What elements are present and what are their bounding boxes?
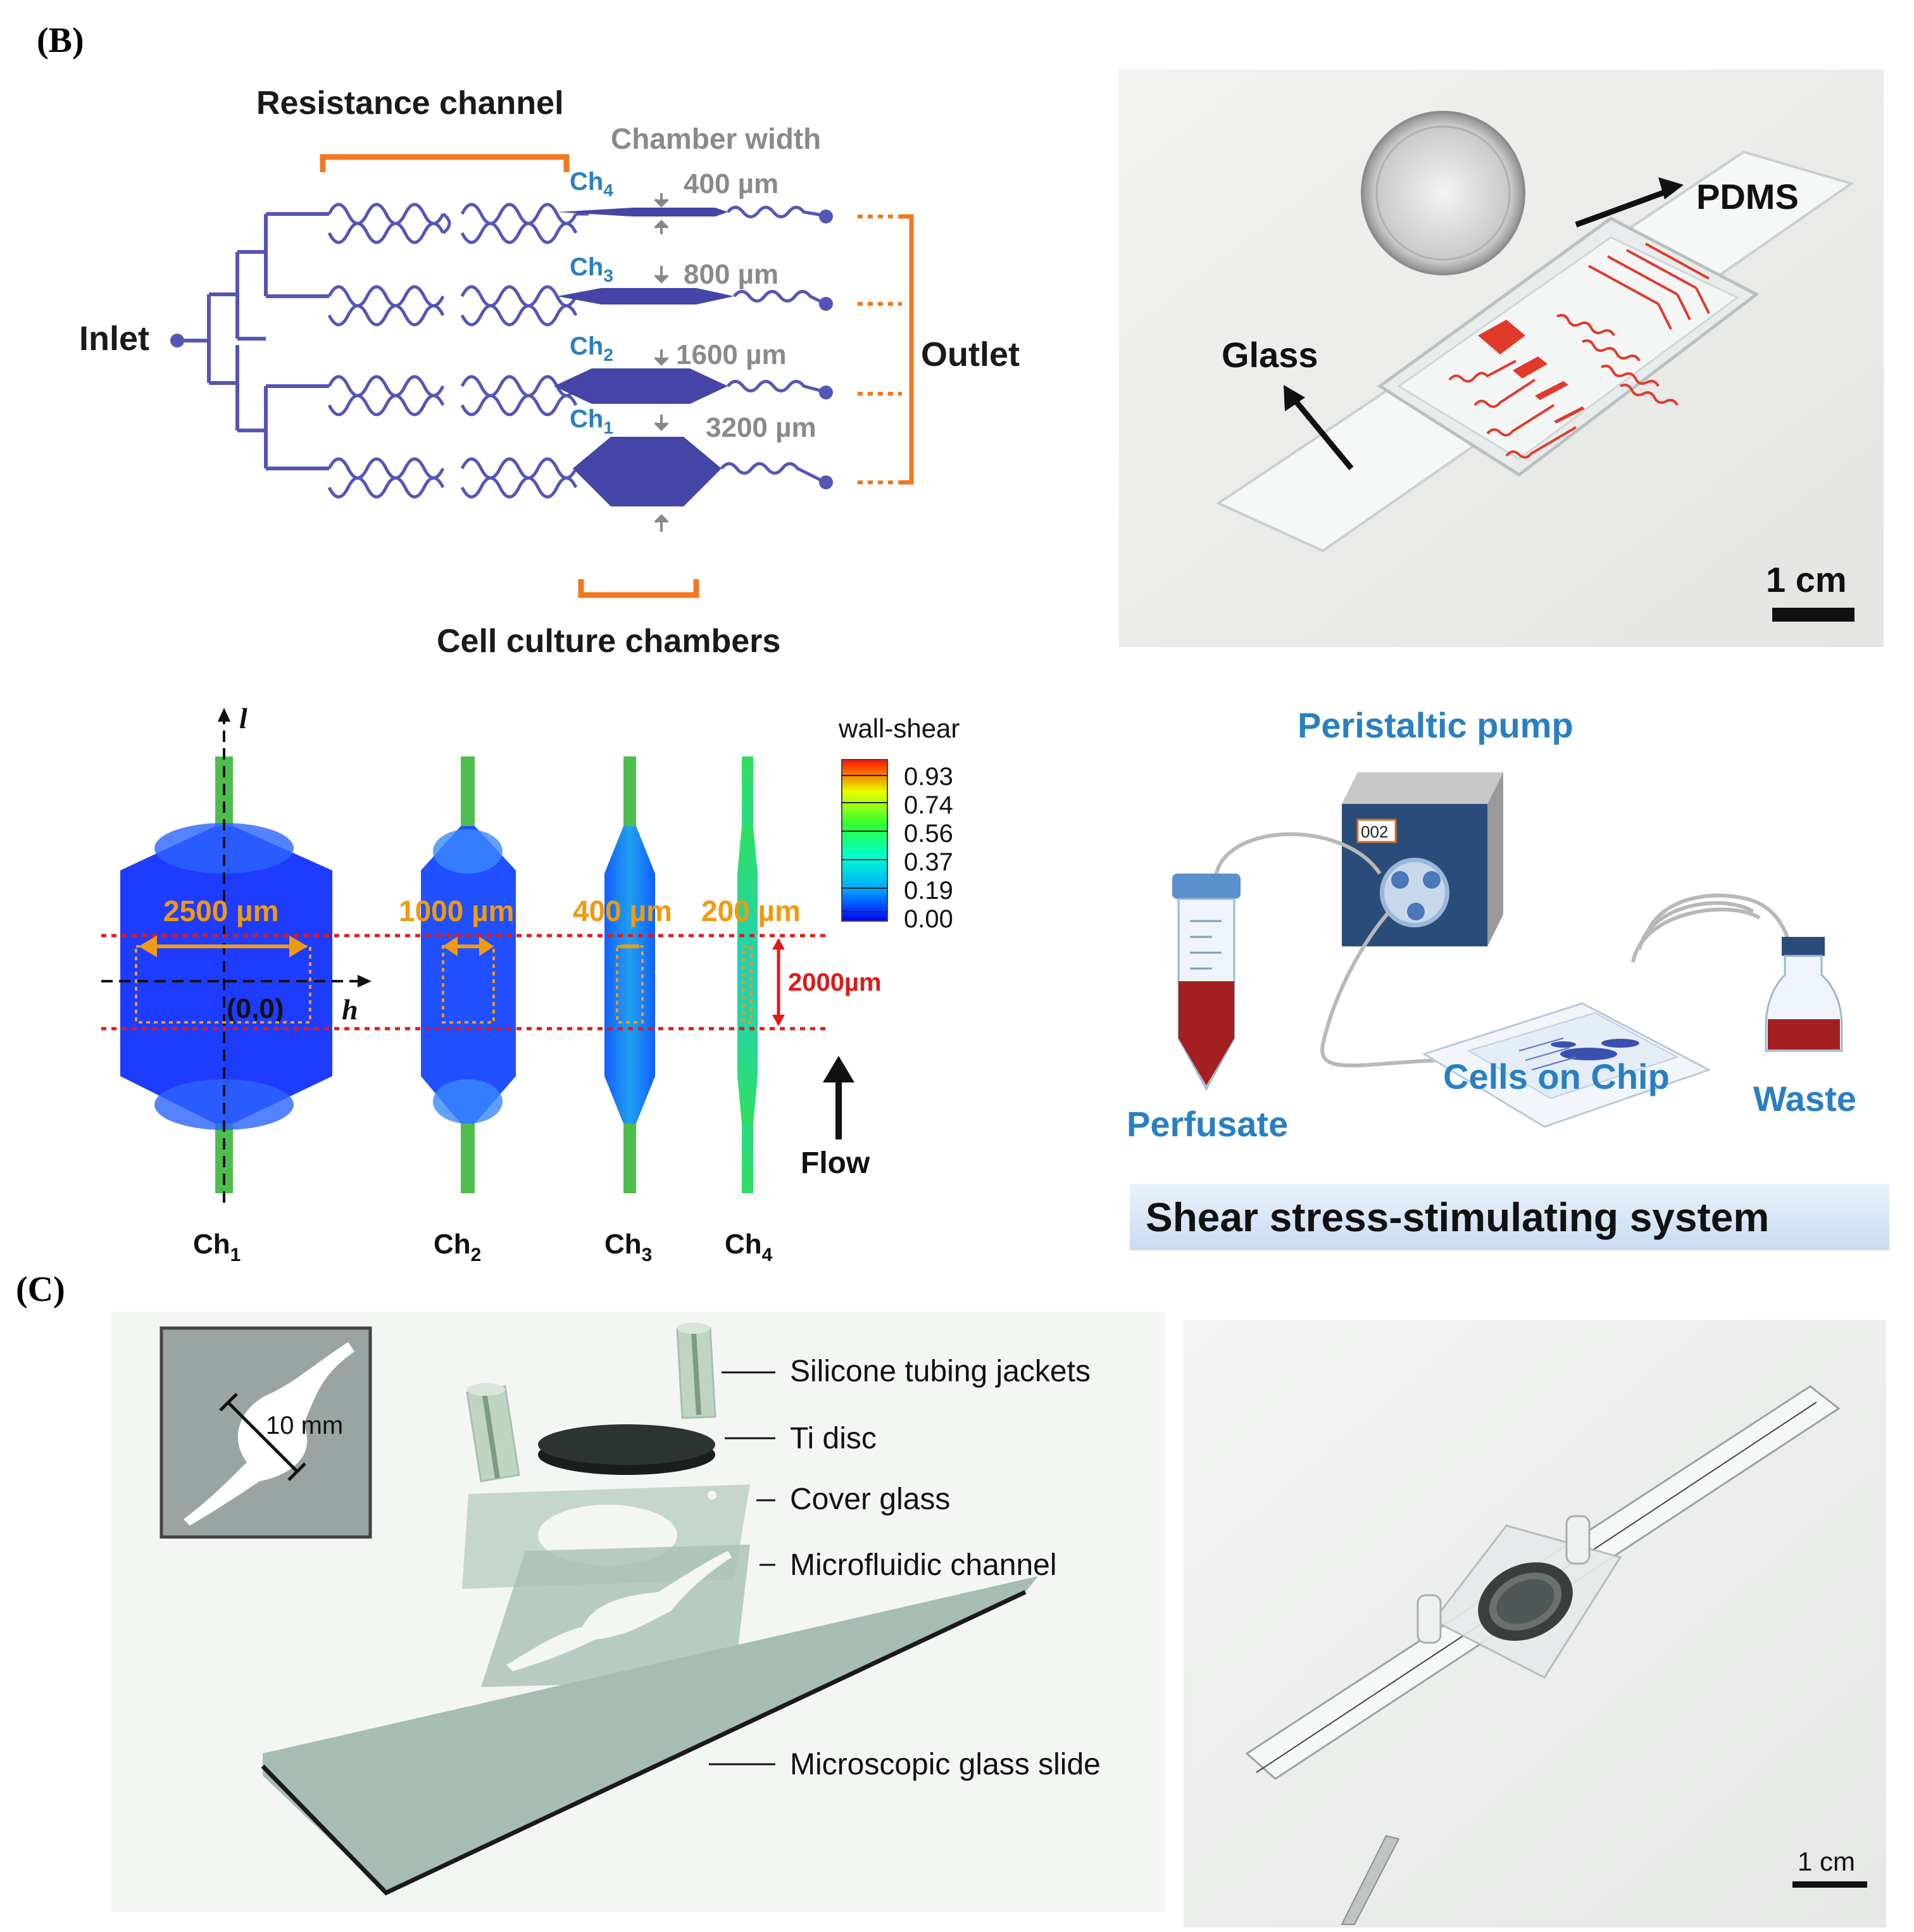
svg-text:Silicone tubing jackets: Silicone tubing jackets — [790, 1355, 1091, 1388]
shear-simulation: l h (0,0) 2500 µm 1000 µm 400 µm 200 µm — [101, 702, 960, 1265]
tubing-jackets — [466, 1322, 716, 1483]
exploded-labels: Silicone tubing jackets Ti disc Cover gl… — [790, 1355, 1101, 1781]
chamber-ch3 — [557, 288, 734, 304]
waste-bottle — [1765, 937, 1843, 1052]
svg-text:Ch2: Ch2 — [434, 1229, 481, 1265]
perfusate-tube — [1172, 874, 1241, 1091]
outlet-ports — [819, 210, 833, 489]
chamber-ch2 — [554, 368, 728, 404]
perfusate-label: Perfusate — [1127, 1104, 1288, 1144]
peristaltic-pump: 002 — [1342, 772, 1503, 946]
exploded-view: 10 mm — [111, 1312, 1165, 1912]
chambers-bracket — [578, 579, 699, 598]
svg-text:0.93: 0.93 — [904, 763, 953, 791]
chip-photo: PDMS Glass 1 cm — [1119, 70, 1884, 647]
width-labels: 2500 µm 1000 µm 400 µm 200 µm — [163, 894, 801, 927]
resistance-channel-label: Resistance channel — [256, 85, 564, 122]
origin-label: (0,0) — [227, 993, 284, 1024]
panel-b-letter: (B) — [37, 21, 84, 60]
inset-label: 10 mm — [266, 1412, 343, 1440]
legend-colorbar — [841, 759, 888, 922]
svg-text:0.37: 0.37 — [904, 848, 953, 876]
svg-text:Ch1: Ch1 — [570, 405, 613, 437]
chamber-ch4 — [557, 208, 728, 216]
culture-chambers — [554, 208, 734, 506]
svg-text:Ch4: Ch4 — [725, 1229, 773, 1265]
chip-device — [1422, 1002, 1711, 1128]
svg-text:2500 µm: 2500 µm — [163, 894, 279, 927]
sim-chamber-labels: Ch1 Ch2 Ch3 Ch4 — [193, 1229, 773, 1265]
sim-chamber-ch3 — [604, 756, 655, 1193]
legend-title: wall-shear — [838, 713, 960, 743]
sim-chamber-ch2 — [421, 756, 516, 1193]
pump-display: 002 — [1361, 822, 1388, 841]
svg-text:Cover glass: Cover glass — [790, 1483, 950, 1516]
svg-text:0.19: 0.19 — [904, 877, 953, 905]
svg-text:Microscopic glass slide: Microscopic glass slide — [790, 1748, 1101, 1781]
coin — [1361, 111, 1525, 275]
photo-scale-label: 1 cm — [1766, 560, 1847, 599]
chip-label: Cells on Chip — [1443, 1057, 1670, 1096]
inset-channel: 10 mm — [160, 1326, 372, 1539]
tweezers — [1341, 1835, 1400, 1925]
system-title: Shear stress-stimulating system — [1146, 1195, 1769, 1240]
svg-text:Ch3: Ch3 — [570, 253, 613, 285]
pdms-arrow — [1575, 187, 1672, 228]
ti-disc — [538, 1424, 715, 1475]
perfusion-system: Peristaltic pump 002 — [1127, 705, 1889, 1250]
chip-pattern-red — [1448, 242, 1710, 459]
svg-text:Ch3: Ch3 — [604, 1229, 652, 1265]
chip-schematic: Resistance channel Chamber width Inlet — [79, 85, 1020, 660]
photo-scale-bar — [1772, 608, 1855, 622]
photo-c-scale-label: 1 cm — [1798, 1847, 1855, 1876]
svg-text:3200 µm: 3200 µm — [706, 412, 816, 443]
svg-text:Ch2: Ch2 — [570, 332, 613, 365]
svg-text:0.56: 0.56 — [904, 820, 953, 848]
waste-label: Waste — [1753, 1079, 1856, 1119]
svg-text:400 µm: 400 µm — [573, 894, 672, 927]
channel-labels: Ch4 400 µm Ch3 800 µm Ch2 1600 µm Ch1 32… — [570, 168, 816, 443]
glass-arrow — [1289, 394, 1354, 470]
outlet-label: Outlet — [921, 336, 1020, 373]
branch-tree — [177, 212, 329, 470]
svg-text:0.00: 0.00 — [904, 905, 953, 933]
chamber-width-label: Chamber width — [611, 122, 821, 155]
cell-chambers-label: Cell culture chambers — [437, 623, 780, 660]
chamber-ch1 — [573, 437, 722, 506]
svg-text:Ch1: Ch1 — [193, 1229, 241, 1265]
system-title-bar — [1130, 1184, 1889, 1250]
photo-c-scale-bar — [1792, 1881, 1867, 1888]
svg-text:400 µm: 400 µm — [684, 168, 779, 199]
sim-chamber-ch4 — [737, 756, 758, 1193]
pump-label: Peristaltic pump — [1298, 705, 1573, 745]
resistance-meanders — [327, 203, 578, 499]
glass-label: Glass — [1222, 335, 1318, 375]
inlet-label: Inlet — [79, 320, 149, 358]
svg-text:1000 µm: 1000 µm — [399, 894, 515, 927]
svg-text:Ch4: Ch4 — [570, 168, 613, 200]
pdms-label: PDMS — [1696, 177, 1799, 216]
device-photo: 1 cm — [1184, 1320, 1886, 1928]
svg-text:1600 µm: 1600 µm — [676, 339, 787, 370]
svg-text:0.74: 0.74 — [904, 791, 953, 819]
svg-text:Microfluidic channel: Microfluidic channel — [790, 1548, 1057, 1582]
svg-text:800 µm: 800 µm — [684, 259, 779, 290]
axis-l-label: l — [239, 702, 247, 734]
legend-values: 0.93 0.74 0.56 0.37 0.19 0.00 — [904, 763, 953, 933]
resistance-bracket — [320, 154, 570, 172]
svg-text:200 µm: 200 µm — [701, 894, 801, 927]
axis-h-label: h — [342, 993, 358, 1026]
svg-text:Ti disc: Ti disc — [790, 1422, 877, 1455]
panel-c-letter: (C) — [16, 1270, 65, 1309]
sim-chamber-ch1 — [120, 756, 332, 1193]
flow-label: Flow — [801, 1146, 870, 1180]
height-label: 2000µm — [788, 969, 882, 996]
outlet-bracket — [900, 214, 914, 485]
